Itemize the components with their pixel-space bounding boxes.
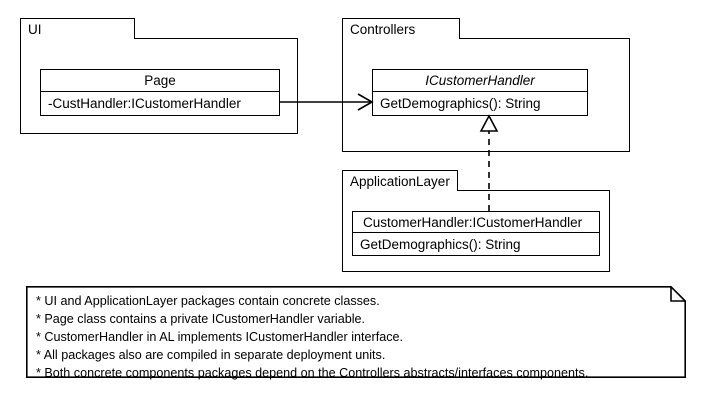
package-tab-controllers[interactable]: Controllers	[342, 18, 460, 39]
note-line-1: * UI and ApplicationLayer packages conta…	[36, 294, 380, 308]
note-line-4: * All packages also are compiled in sepa…	[36, 348, 386, 362]
class-name-page: Page	[41, 70, 279, 92]
package-label-applicationlayer: ApplicationLayer	[350, 173, 450, 189]
package-tab-ui[interactable]: UI	[20, 18, 135, 39]
class-name-customerhandler: CustomerHandler:ICustomerHandler	[353, 212, 599, 233]
class-box-page[interactable]: Page -CustHandler:ICustomerHandler	[40, 69, 280, 116]
note-text-block: * UI and ApplicationLayer packages conta…	[36, 292, 678, 382]
class-box-icustomerhandler[interactable]: ICustomerHandler GetDemographics(): Stri…	[372, 69, 588, 116]
package-tab-applicationlayer[interactable]: ApplicationLayer	[342, 170, 458, 191]
interface-method-getdemographics: GetDemographics(): String	[380, 96, 541, 111]
diagram-note[interactable]: * UI and ApplicationLayer packages conta…	[26, 286, 686, 380]
interface-name-icustomerhandler: ICustomerHandler	[373, 70, 587, 92]
package-label-controllers: Controllers	[350, 21, 416, 37]
note-line-3: * CustomerHandler in AL implements ICust…	[36, 330, 404, 344]
note-shape	[26, 286, 686, 378]
class-attribute-page-custhandler: -CustHandler:ICustomerHandler	[48, 96, 241, 111]
package-label-ui: UI	[28, 21, 42, 37]
note-line-2: * Page class contains a private ICustome…	[36, 312, 365, 326]
note-line-5: * Both concrete components packages depe…	[36, 366, 589, 380]
class-method-getdemographics: GetDemographics(): String	[360, 236, 521, 252]
class-box-customerhandler[interactable]: CustomerHandler:ICustomerHandler GetDemo…	[352, 211, 600, 256]
